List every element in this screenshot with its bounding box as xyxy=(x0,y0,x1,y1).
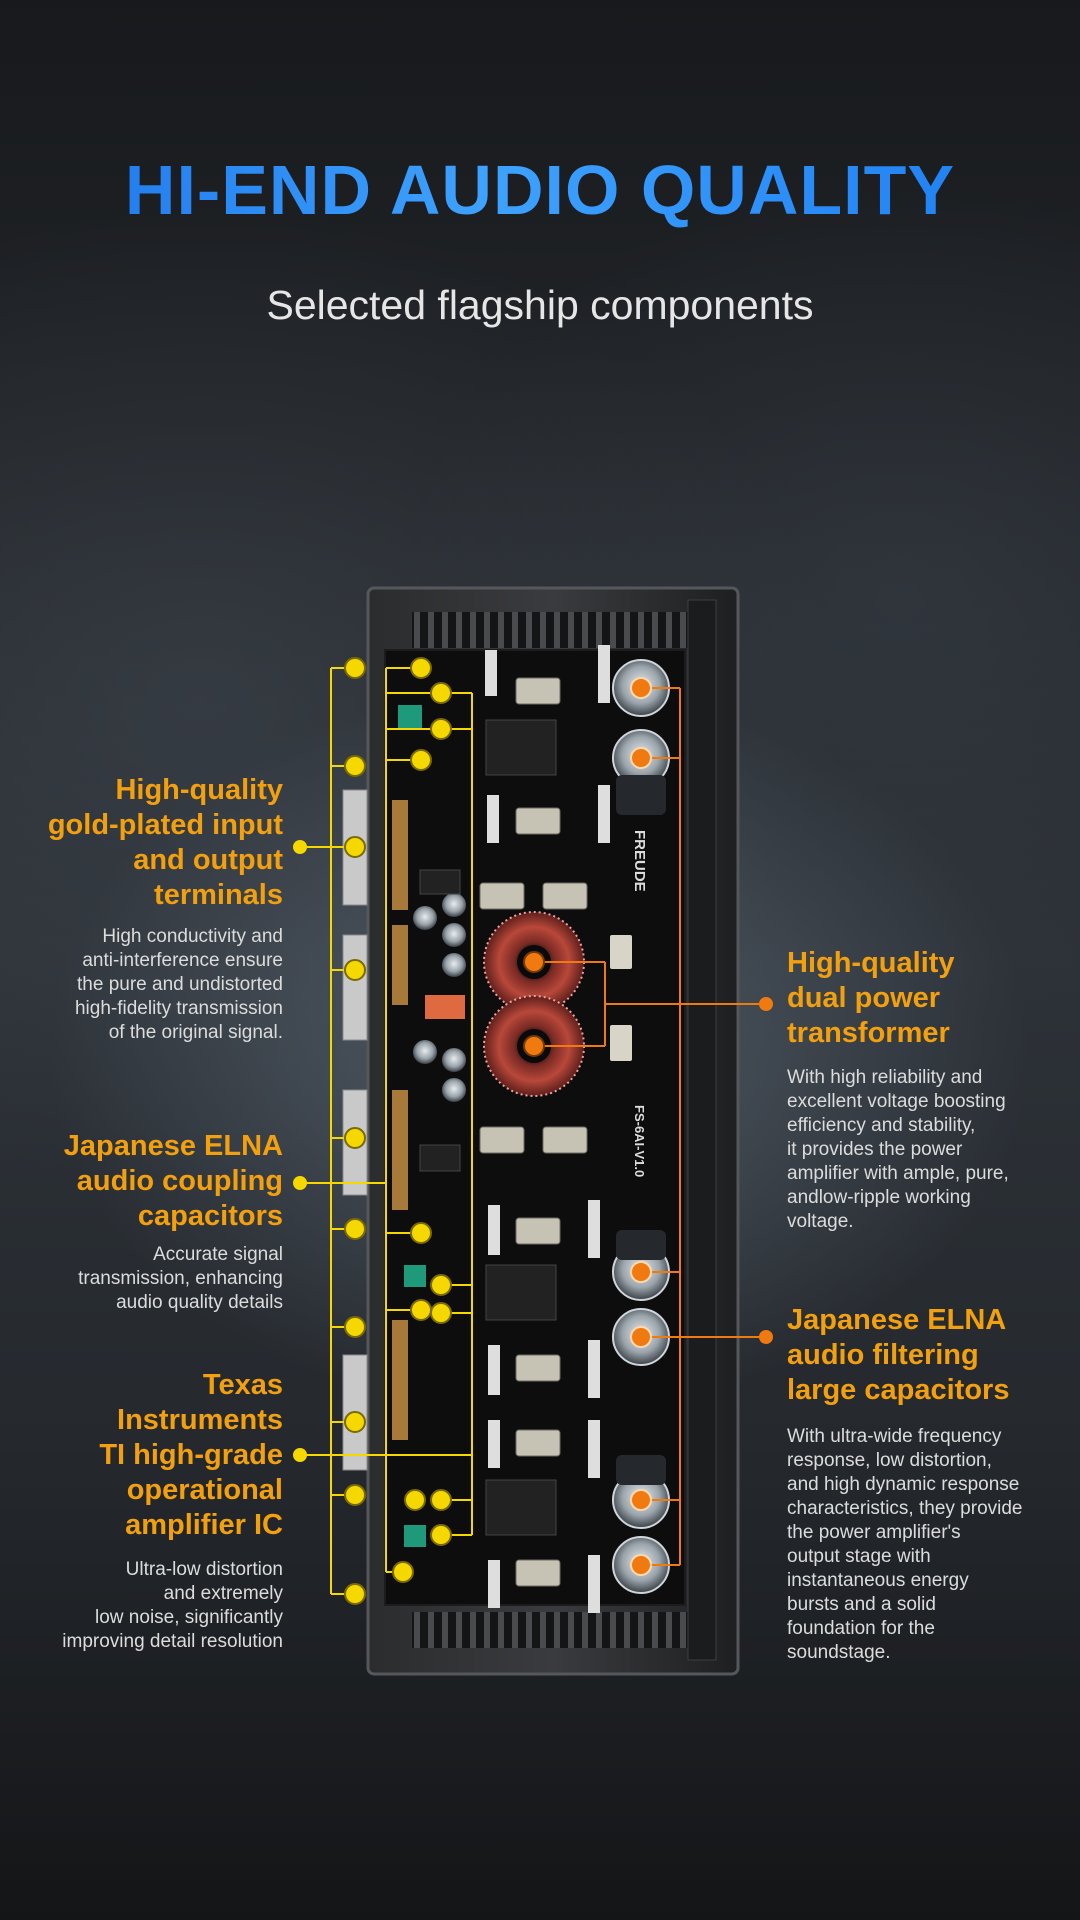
transformer-leader xyxy=(534,961,766,1047)
board-brand: FREUDE xyxy=(631,830,648,892)
label-dots xyxy=(293,840,307,1462)
green-module xyxy=(404,1525,426,1547)
connector-pins xyxy=(392,800,408,1440)
chassis xyxy=(366,586,740,1676)
pcb xyxy=(384,649,686,1606)
label-dots xyxy=(759,997,773,1344)
feature-filtering-title: Japanese ELNA audio filtering large capa… xyxy=(787,1304,1010,1406)
transformer-markers xyxy=(523,951,545,1057)
feature-filtering-body: With ultra-wide frequency response, low … xyxy=(787,1426,1023,1663)
terminal-blocks xyxy=(342,789,368,1471)
mosfet-packages xyxy=(479,677,588,1587)
green-module xyxy=(404,1265,426,1287)
terminal-markers xyxy=(344,657,366,1605)
board-model: FS-6AI-V1.0 xyxy=(632,1105,647,1177)
feature-opamp-title: Texas Instruments TI high-grade operatio… xyxy=(99,1369,283,1541)
feature-terminals-title: High-quality gold-plated input and outpu… xyxy=(47,774,283,911)
feature-coupling-title: Japanese ELNA audio coupling capacitors xyxy=(63,1130,283,1232)
feature-opamp-body: Ultra-low distortion and extremely low n… xyxy=(62,1559,283,1652)
toroidal-transformer xyxy=(483,911,585,1013)
opamp-markers xyxy=(404,682,452,1546)
orange-relay xyxy=(425,995,465,1019)
heatsink-fins-top xyxy=(412,612,698,648)
filtering-markers xyxy=(630,677,652,1576)
small-capacitors xyxy=(413,893,466,1102)
heatsink-fins-bottom xyxy=(412,1612,698,1648)
green-module xyxy=(398,705,422,729)
large-capacitors xyxy=(612,659,670,1594)
opamp-bracket xyxy=(300,692,473,1536)
filtering-leader xyxy=(641,687,766,1566)
feature-coupling-body: Accurate signal transmission, enhancing … xyxy=(78,1244,283,1313)
coupling-bracket xyxy=(300,667,441,1573)
feature-transformer-body: With high reliability and excellent volt… xyxy=(787,1067,1009,1232)
terminal-bracket xyxy=(300,667,355,1595)
power-resistors xyxy=(485,645,610,1613)
side-rail xyxy=(687,599,717,1661)
page-subtitle: Selected flagship components xyxy=(266,282,814,328)
ic-clusters xyxy=(419,719,557,1536)
feature-transformer-title: High-quality dual power transformer xyxy=(787,947,955,1049)
toroidal-transformer xyxy=(483,995,585,1097)
coupling-markers xyxy=(392,657,432,1583)
feature-terminals-body: High conductivity and anti-interference … xyxy=(74,926,283,1043)
page-title: HI-END AUDIO QUALITY xyxy=(0,150,1080,230)
